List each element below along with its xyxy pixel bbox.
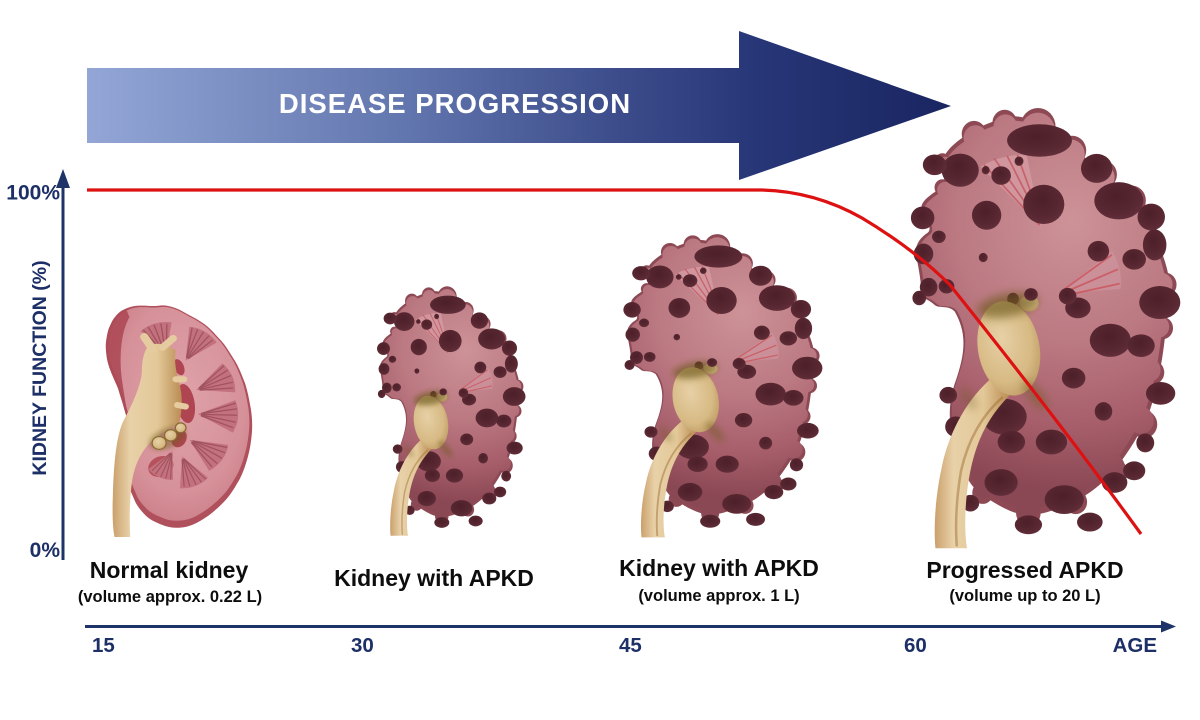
svg-text:45: 45 xyxy=(619,634,642,657)
svg-text:KIDNEY FUNCTION (%): KIDNEY FUNCTION (%) xyxy=(29,260,51,475)
svg-text:Progressed APKD: Progressed APKD xyxy=(926,557,1123,583)
svg-text:30: 30 xyxy=(351,634,374,657)
svg-text:Normal kidney: Normal kidney xyxy=(90,557,249,583)
svg-text:(volume up to 20 L): (volume up to 20 L) xyxy=(949,587,1100,605)
svg-text:DISEASE PROGRESSION: DISEASE PROGRESSION xyxy=(279,88,631,119)
svg-text:60: 60 xyxy=(904,634,927,657)
svg-text:0%: 0% xyxy=(30,539,61,562)
svg-text:(volume approx. 0.22 L): (volume approx. 0.22 L) xyxy=(78,588,262,606)
svg-text:15: 15 xyxy=(92,634,115,657)
svg-text:Kidney with APKD: Kidney with APKD xyxy=(619,555,819,581)
svg-text:AGE: AGE xyxy=(1113,634,1157,657)
svg-text:100%: 100% xyxy=(6,182,60,205)
svg-text:Kidney with APKD: Kidney with APKD xyxy=(334,565,534,591)
svg-text:(volume approx. 1 L): (volume approx. 1 L) xyxy=(638,587,799,605)
